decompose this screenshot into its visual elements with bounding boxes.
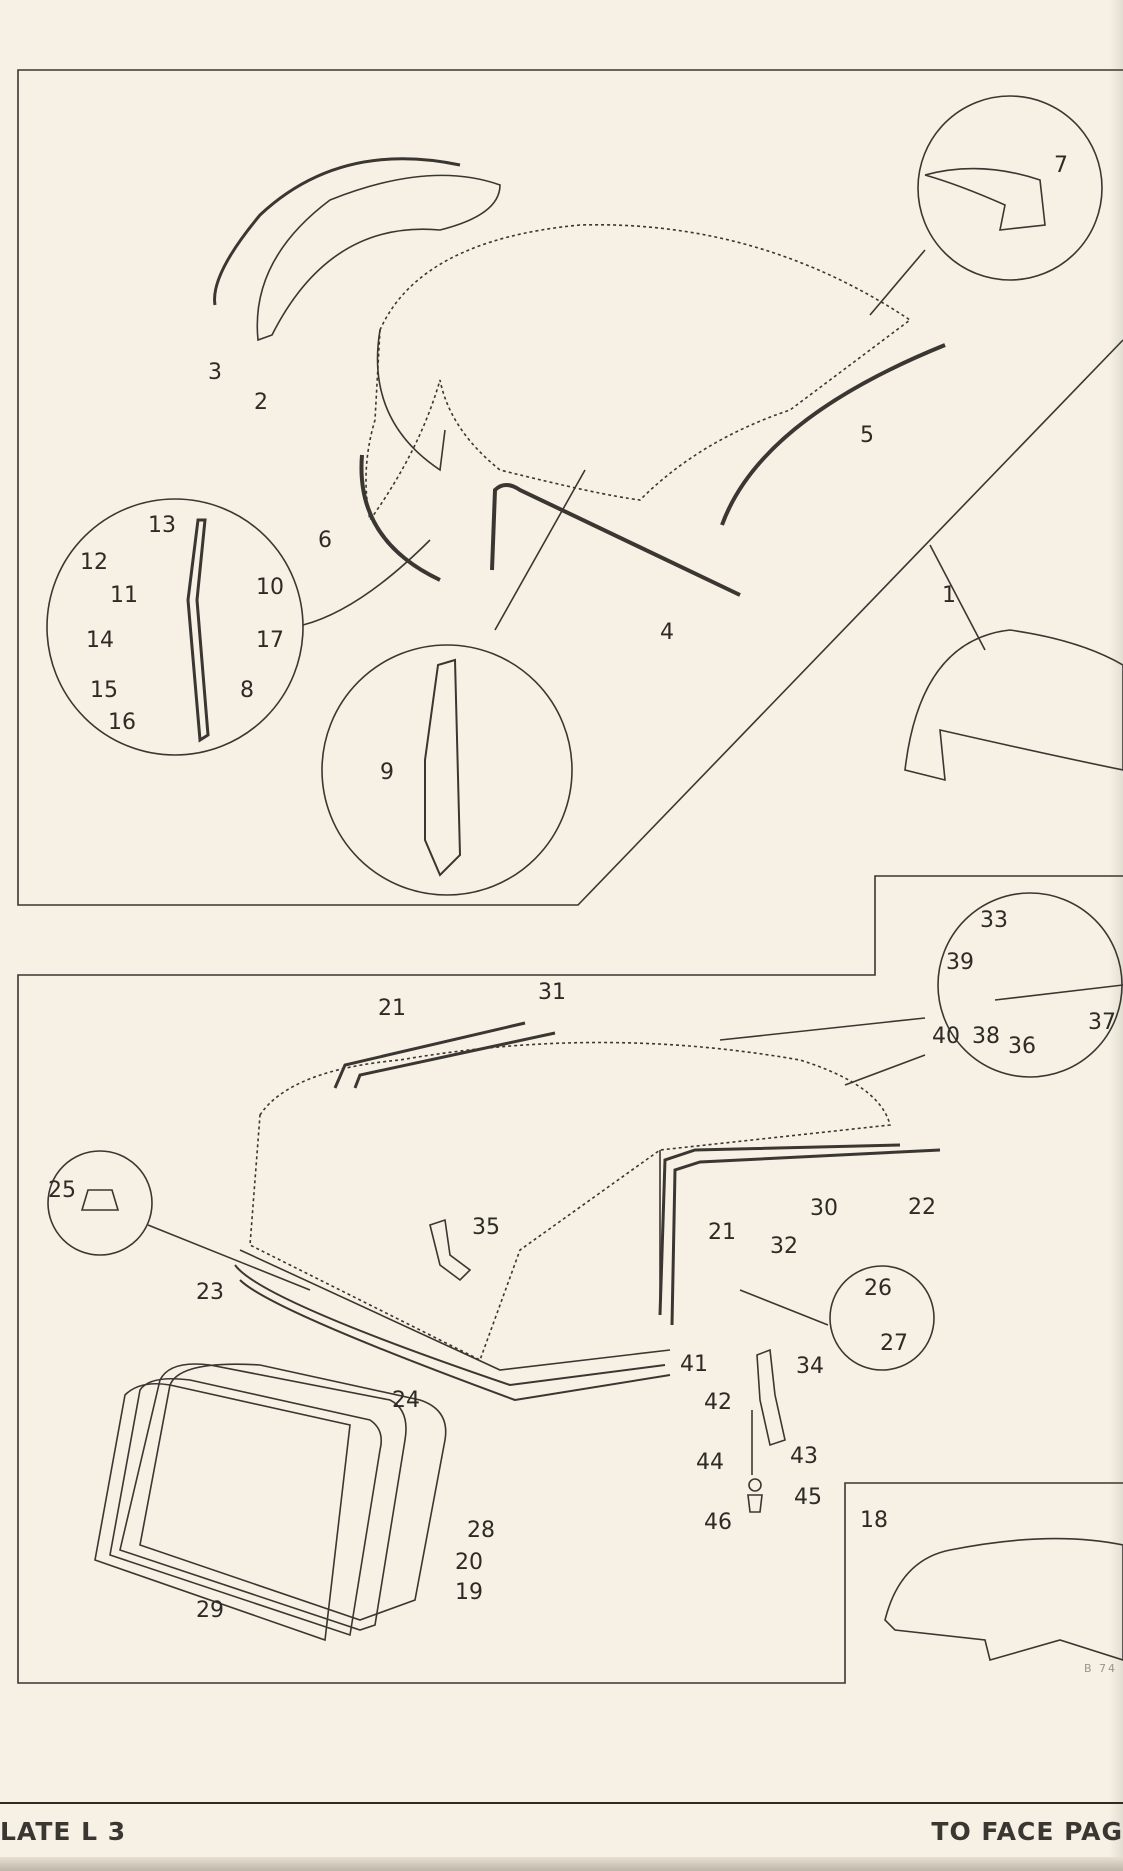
part-5-seal [720,343,946,526]
callout-34: 34 [796,1354,824,1379]
part-29-seal [94,1382,351,1642]
part-6-seal [359,454,441,582]
callout-13: 13 [148,513,176,538]
hardtop-upper [365,223,912,522]
bottom-panel-frame [17,875,1123,1684]
part-19-glass [139,1363,447,1621]
callout-21: 21 [378,996,406,1021]
callout-33: 33 [980,908,1008,933]
callout-8: 8 [240,678,254,703]
callout-35: 35 [472,1215,500,1240]
part-7-catch [924,167,1046,231]
callout-19: 19 [455,1580,483,1605]
callout-15: 15 [90,678,118,703]
part-21-30-rails-right [658,1143,941,1326]
callout-11: 11 [110,583,138,608]
callout-14: 14 [86,628,114,653]
detail-circle-8-17 [46,498,304,756]
part-35-bracket [429,1218,472,1282]
callout-4: 4 [660,620,674,645]
callout-7: 7 [1054,153,1068,178]
part-8-bracket [186,518,210,743]
top-panel-frame [17,69,1123,906]
facing-page-text: TO FACE PAG [931,1817,1123,1846]
leader-lines-bottom [147,984,1123,1326]
callout-46: 46 [704,1510,732,1535]
callout-2: 2 [254,390,268,415]
callout-27: 27 [880,1331,908,1356]
callout-9: 9 [380,760,394,785]
callout-6: 6 [318,528,332,553]
part-9-bracket [424,658,462,877]
part-1-hardtop [904,629,1123,782]
hardtop-rear-shell [376,329,446,472]
callout-20: 20 [455,1550,483,1575]
leader-lines-top [302,249,986,651]
callout-18: 18 [860,1508,888,1533]
callout-32: 32 [770,1234,798,1259]
callout-38: 38 [972,1024,1000,1049]
callout-43: 43 [790,1444,818,1469]
hardtop-lower-outline [239,1150,671,1371]
callout-41: 41 [680,1352,708,1377]
callout-39: 39 [946,950,974,975]
detail-circle-25 [47,1150,153,1256]
callout-29: 29 [196,1598,224,1623]
callout-45: 45 [794,1485,822,1510]
part-4-seal [490,483,741,597]
callout-40: 40 [932,1024,960,1049]
part-20-frame [119,1363,407,1631]
part-3-seal [213,157,461,306]
callout-37: 37 [1088,1010,1116,1035]
part-34-bracket [756,1348,786,1447]
callout-30: 30 [810,1196,838,1221]
part-45-washer [748,1478,762,1492]
callout-24: 24 [392,1388,420,1413]
callout-23: 23 [196,1280,224,1305]
callout-12: 12 [80,550,108,575]
detail-circle-26-27 [829,1265,935,1371]
callout-25: 25 [48,1178,76,1203]
page-bottom-edge [0,1857,1123,1871]
callout-21: 21 [708,1220,736,1245]
part-24-rail [234,1264,671,1402]
part-21-31-rails [333,1021,556,1089]
callout-16: 16 [108,710,136,735]
part-28-seal [109,1377,383,1637]
callout-28: 28 [467,1518,495,1543]
callout-44: 44 [696,1450,724,1475]
hardtop-lower [249,1041,891,1362]
callout-42: 42 [704,1390,732,1415]
callout-36: 36 [1008,1034,1036,1059]
callout-22: 22 [908,1195,936,1220]
part-2-shield [256,174,501,342]
callout-10: 10 [256,575,284,600]
callout-26: 26 [864,1276,892,1301]
callout-5: 5 [860,423,874,448]
plate-label: LATE L 3 [0,1817,127,1846]
part-18-hardtop [884,1537,1123,1661]
callout-1: 1 [942,583,956,608]
part-25-buffer [80,1189,120,1211]
callout-3: 3 [208,360,222,385]
detail-circle-9 [321,644,573,896]
detail-circle-7 [917,95,1103,281]
page-edge-shadow [1109,0,1123,1871]
callout-17: 17 [256,628,284,653]
part-46-nut [747,1494,763,1513]
callout-31: 31 [538,980,566,1005]
drawing-reference: B 74 [1084,1662,1118,1675]
